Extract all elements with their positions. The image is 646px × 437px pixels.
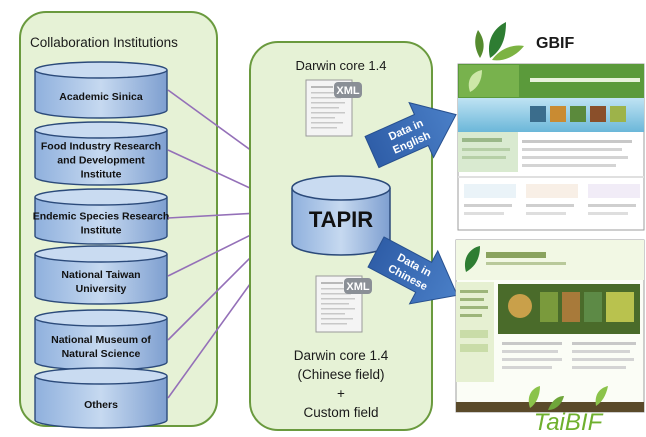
institution-cylinder: Academic Sinica — [34, 61, 168, 119]
institution-label: Academic Sinica — [59, 91, 143, 103]
darwin-core-bottom-line-3: + — [337, 386, 345, 401]
collab-title: Collaboration Institutions — [30, 35, 178, 50]
institution-label: University — [76, 283, 127, 295]
institution-label: and Development — [57, 155, 145, 167]
institution-cylinder: National Museum of Natural Science — [34, 309, 168, 371]
tapir-label: TAPIR — [309, 207, 373, 232]
xml-badge-top: XML — [336, 85, 360, 97]
institution-label: National Museum of — [51, 334, 151, 346]
institution-label: Natural Science — [62, 348, 141, 360]
darwin-core-bottom-line-2: (Chinese field) — [297, 367, 384, 382]
institution-label: National Taiwan — [61, 269, 140, 281]
taibif-logo-text: TaiBIF — [534, 409, 604, 436]
institution-cylinder: Others — [34, 367, 168, 429]
institution-label: Food Industry Research — [41, 141, 161, 153]
darwin-core-bottom-line-1: Darwin core 1.4 — [294, 348, 389, 363]
xml-badge-bottom: XML — [346, 281, 370, 293]
xml-document-icon-top: XML — [305, 79, 362, 137]
institution-cylinder: Food Industry Research and DevelopmentIns… — [34, 121, 168, 186]
gbif-website-screenshot — [457, 63, 645, 231]
institution-label: Endemic Species Research — [33, 211, 170, 223]
gbif-logo-text: GBIF — [536, 35, 574, 52]
arrow-data-english: Data in English — [364, 101, 457, 169]
institution-label: Others — [84, 399, 118, 411]
xml-document-icon-bottom: XML — [315, 275, 372, 333]
taibif-logo: TaiBIF — [528, 386, 608, 436]
darwin-core-top-label: Darwin core 1.4 — [295, 58, 386, 73]
taibif-website-screenshot — [455, 239, 645, 413]
institution-label: Institute — [81, 225, 122, 237]
gbif-logo: GBIF — [475, 22, 574, 61]
darwin-core-bottom-line-4: Custom field — [303, 405, 378, 420]
institution-label: Institute — [81, 169, 122, 181]
tapir-hub: TAPIR — [291, 175, 391, 256]
